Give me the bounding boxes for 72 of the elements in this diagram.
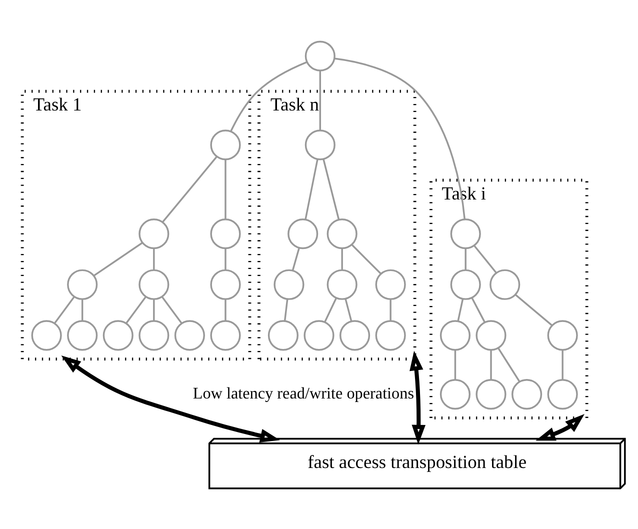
edge-label: Low latency read/write operations (192, 385, 414, 402)
connector (490, 349, 492, 380)
node-circle (547, 320, 578, 350)
node-circle (304, 129, 336, 160)
node-circle (547, 378, 578, 410)
connector (94, 242, 143, 276)
connector (498, 347, 520, 382)
connector (334, 57, 466, 219)
connector (351, 244, 382, 274)
node-circle (210, 218, 241, 249)
node-circle (375, 268, 406, 300)
connector (153, 299, 155, 320)
node-circle (31, 320, 62, 350)
connector (230, 60, 308, 132)
connector (457, 298, 464, 321)
connector (284, 298, 288, 321)
node-circle (288, 218, 318, 249)
connector (471, 297, 486, 322)
node-circle (210, 129, 241, 160)
node-circle (476, 378, 506, 410)
arrow (410, 350, 426, 444)
node-circle (476, 320, 506, 350)
node-circle (450, 268, 481, 300)
connector (292, 248, 300, 270)
node-circle (440, 378, 471, 410)
connector (454, 349, 456, 380)
arrow (61, 354, 280, 442)
connector (304, 158, 318, 220)
connector (390, 299, 392, 320)
node-circle (174, 320, 205, 350)
node-circle (304, 40, 336, 71)
node-circle (512, 378, 542, 410)
cluster: Task i (430, 178, 588, 419)
connector (224, 159, 226, 218)
cluster: Task n (258, 89, 416, 360)
connector (464, 248, 466, 270)
connector (562, 349, 564, 380)
connector (341, 248, 343, 270)
node-circle (210, 268, 241, 300)
node-circle (375, 320, 406, 350)
connector (162, 296, 182, 324)
node-circle (490, 268, 520, 300)
connector (319, 70, 322, 130)
node-circle (268, 320, 298, 350)
connector (224, 248, 226, 270)
connector (162, 156, 218, 222)
node-circle (102, 320, 134, 350)
connector (81, 299, 84, 320)
connector (153, 248, 155, 270)
connector (54, 296, 75, 324)
connector (224, 299, 226, 320)
connector (344, 298, 352, 322)
connector (514, 294, 553, 326)
node-circle (340, 320, 370, 350)
node-circle (450, 218, 481, 249)
connector (125, 296, 146, 324)
connector (324, 297, 338, 322)
node-circle (67, 320, 98, 350)
node-circle (274, 268, 304, 300)
node-circle (304, 320, 334, 350)
connector (322, 158, 340, 220)
node-circle (440, 320, 471, 350)
node-circle (138, 218, 170, 249)
node-circle (138, 320, 170, 350)
node-circle (138, 268, 170, 300)
node-circle (67, 268, 98, 300)
cluster: Task 1 (20, 89, 252, 360)
node-circle (210, 320, 241, 350)
connector (474, 244, 497, 273)
node-circle (326, 218, 358, 249)
arrow (536, 413, 585, 440)
node-circle (326, 268, 358, 300)
